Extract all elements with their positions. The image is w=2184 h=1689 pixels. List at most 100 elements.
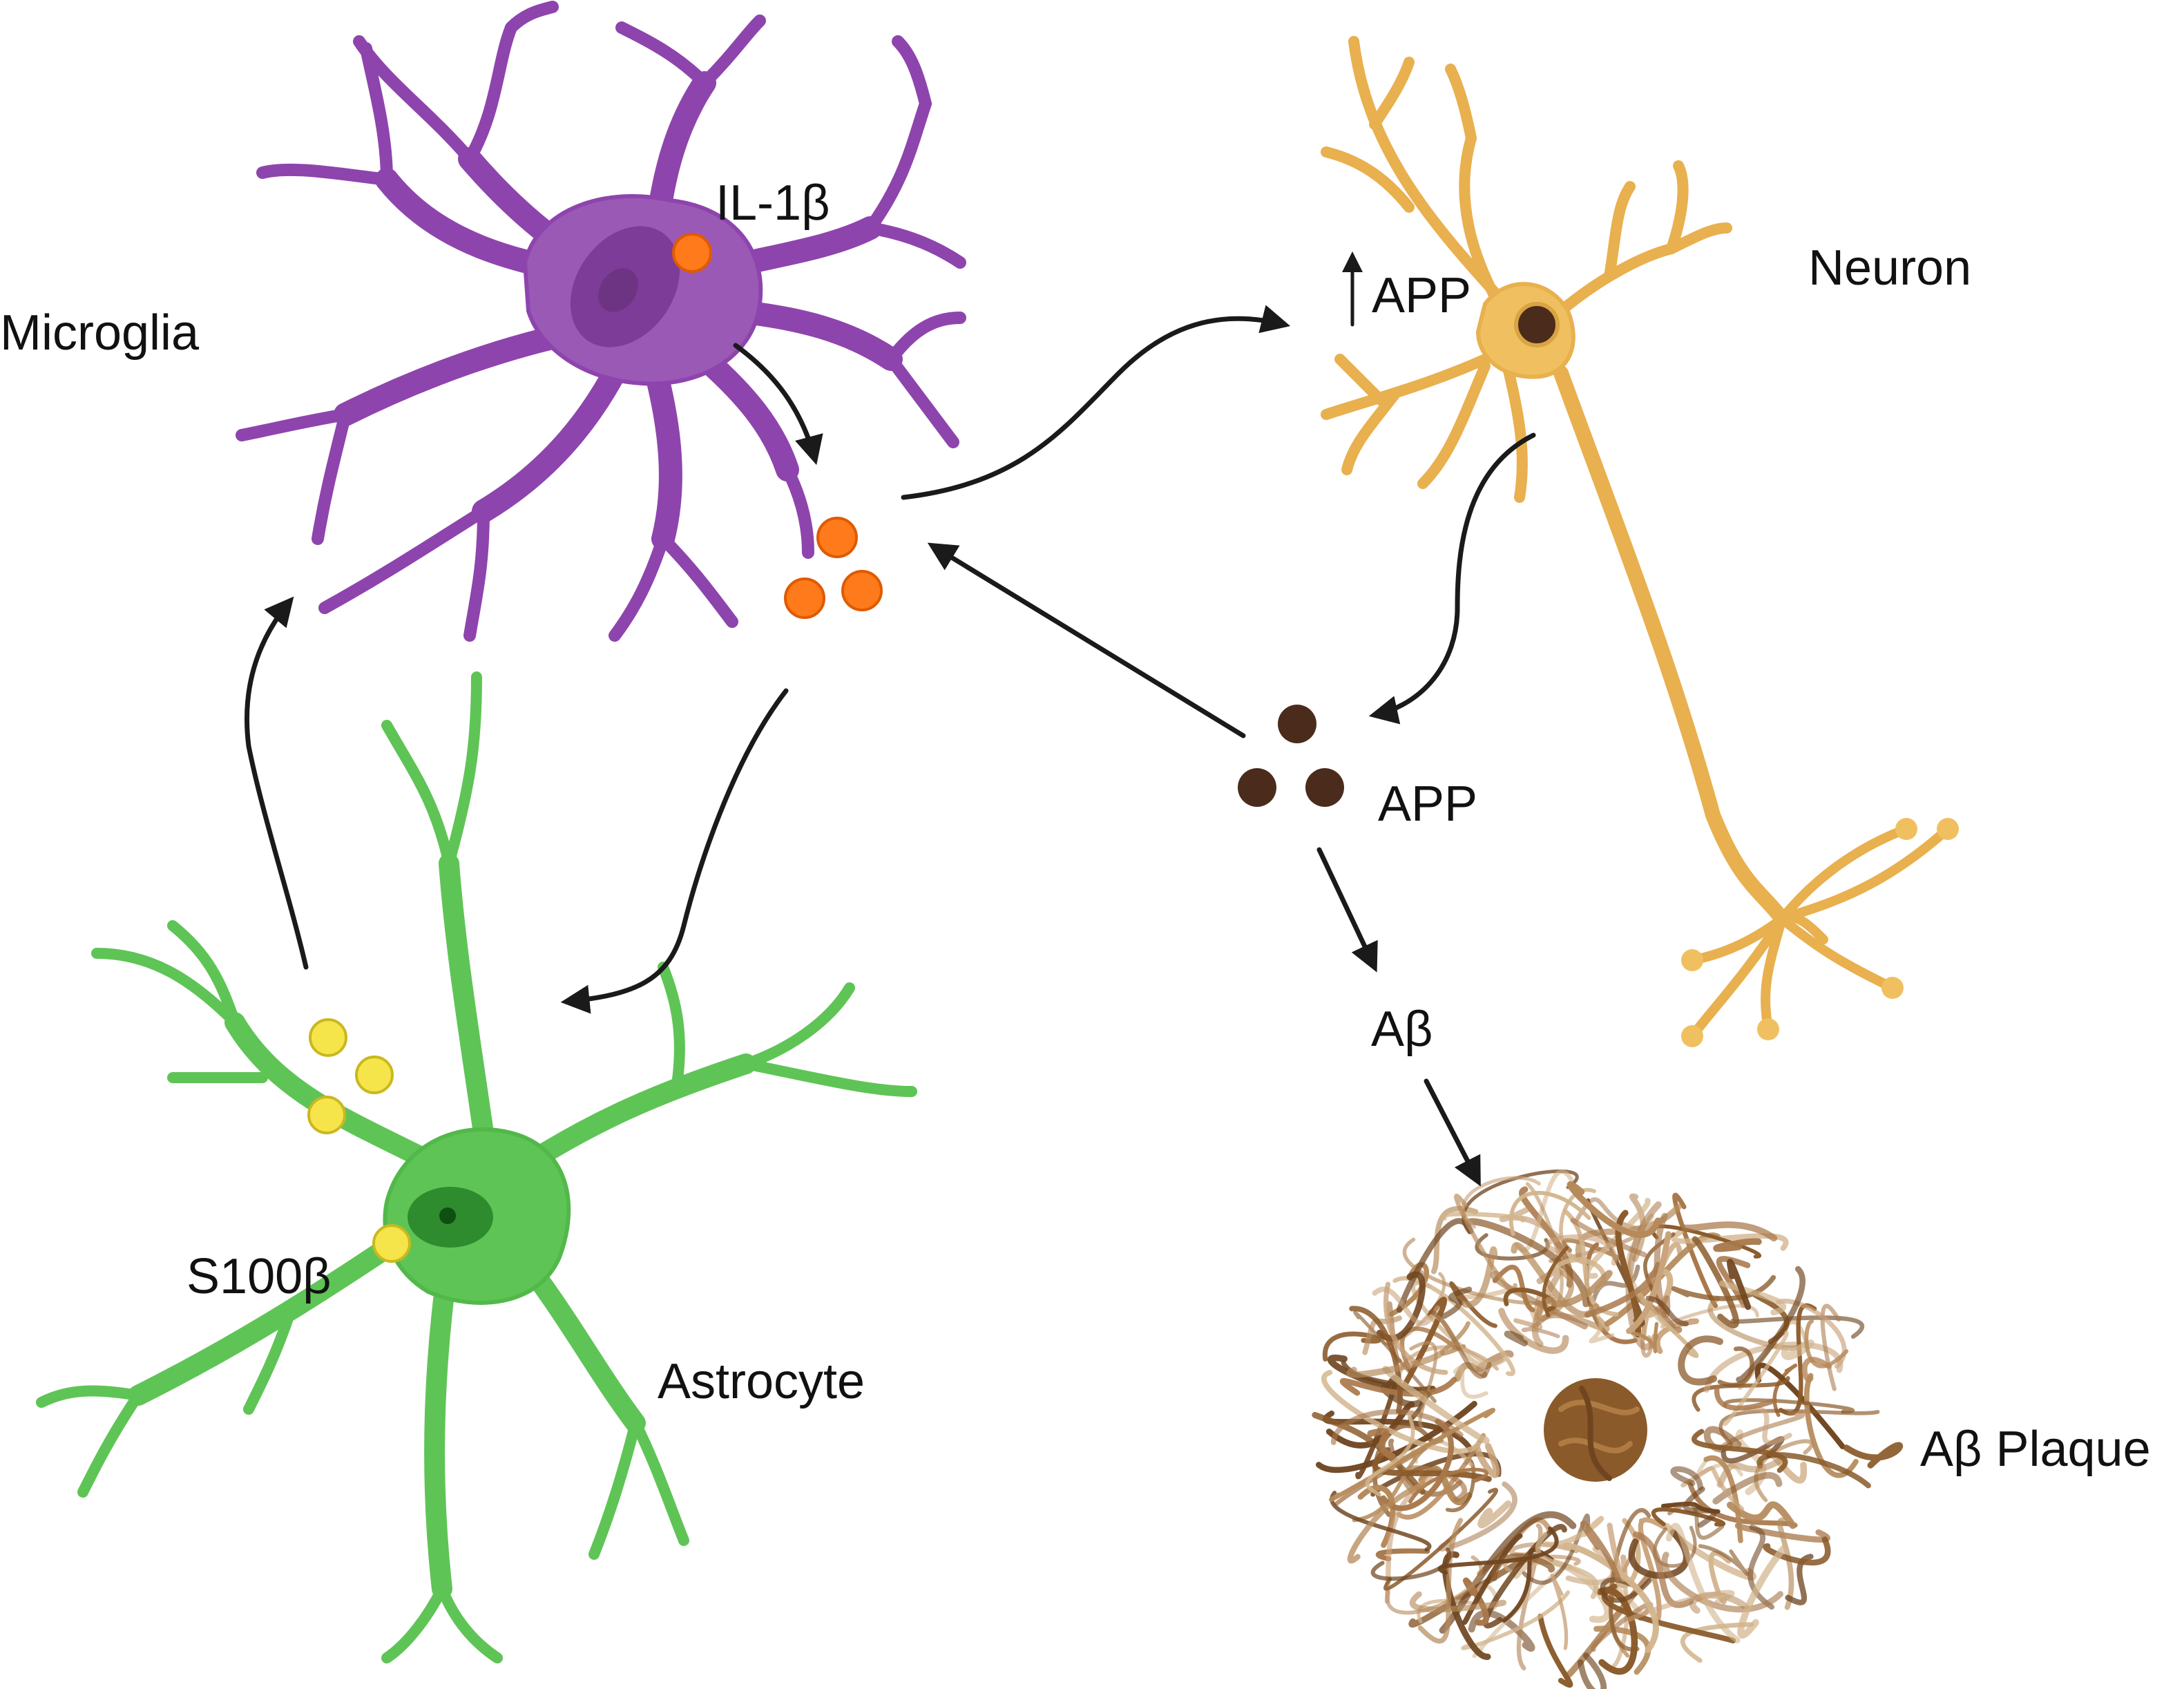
plaque-fibril: [1678, 1335, 1723, 1386]
vesicle-dot-icon: [307, 1096, 346, 1134]
plaque-fibril: [1562, 1238, 1621, 1261]
plaque-fibril: [1692, 1236, 1739, 1328]
plaque-fibril: [1545, 1234, 1618, 1266]
plaque-fibril: [1743, 1406, 1792, 1445]
plaque-fibril: [1625, 1201, 1662, 1351]
plaque-fibril: [1542, 1246, 1569, 1317]
plaque-fibril: [1383, 1488, 1498, 1591]
plaque-fibril: [1409, 1591, 1506, 1613]
plaque-fibril: [1654, 1318, 1699, 1354]
protein-dot-icon: [1238, 768, 1276, 807]
plaque-fibril: [1638, 1517, 1667, 1626]
plaque-fibril: [1347, 1481, 1428, 1564]
plaque-fibril: [1723, 1330, 1789, 1426]
protein-dot-icon: [1278, 705, 1316, 743]
arrow-abeta-to-plaque: [1424, 1078, 1481, 1187]
plaque-fibril: [1681, 1221, 1778, 1242]
plaque-fibril: [1509, 1191, 1591, 1237]
plaque-fibril: [1651, 1507, 1725, 1527]
neuron-nucleus: [1514, 302, 1560, 347]
plaque-fibril: [1683, 1486, 1717, 1528]
plaque-fibril: [1538, 1614, 1573, 1688]
label-app-increase: APP: [1372, 268, 1472, 323]
plaque-fibril: [1804, 1319, 1849, 1368]
plaque-fibril: [1513, 1558, 1611, 1623]
plaque-fibril: [1462, 1246, 1498, 1308]
plaque-fibril: [1589, 1306, 1615, 1344]
plaque-fibril: [1329, 1407, 1495, 1502]
neuron-cell-icon: [1321, 36, 1959, 1047]
plaque-fibril: [1593, 1625, 1651, 1675]
plaque-fibril: [1321, 1370, 1481, 1454]
amyloid-plaque-icon: [1312, 1169, 1904, 1689]
plaque-fibril: [1754, 1439, 1814, 1502]
plaque-fibril: [1708, 1550, 1732, 1605]
plaque-fibril: [1462, 1533, 1523, 1625]
plaque-fibril: [1820, 1304, 1841, 1391]
plaque-fibril: [1428, 1309, 1492, 1379]
plaque-fibril: [1801, 1357, 1832, 1383]
plaque-fibril: [1615, 1210, 1641, 1338]
plaque-fibril: [1562, 1543, 1659, 1654]
plaque-fibril: [1645, 1295, 1689, 1327]
plaque-fibril: [1375, 1548, 1430, 1562]
plaque-fibril: [1756, 1452, 1871, 1489]
pathway-arrows: [245, 251, 1536, 1187]
plaque-fibril: [1578, 1652, 1607, 1689]
plaque-fibril: [1737, 1544, 1788, 1639]
arrow-neuron-to-app: [1368, 432, 1536, 725]
plaque-fibril: [1723, 1398, 1855, 1414]
label-il1b: IL-1β: [716, 175, 830, 231]
arrow-microglia-to-il1b: [733, 343, 823, 466]
label-neuron: Neuron: [1808, 240, 1972, 296]
astrocyte-body: [372, 1127, 571, 1305]
label-abeta-plaque: Aβ Plaque: [1920, 1422, 2151, 1477]
plaque-fibril: [1454, 1194, 1517, 1292]
plaque-fibril: [1498, 1308, 1569, 1354]
plaque-fibril: [1339, 1377, 1457, 1397]
plaque-fibril: [1346, 1349, 1446, 1378]
plaque-fibril: [1584, 1242, 1638, 1344]
plaque-fibril: [1843, 1442, 1904, 1469]
plaque-fibril: [1492, 1264, 1535, 1313]
plaque-fibril: [1736, 1266, 1805, 1383]
plaque-fibril: [1714, 1386, 1777, 1411]
plaque-fibril: [1596, 1587, 1638, 1675]
plaque-fibril: [1437, 1526, 1559, 1575]
plaque-fibril: [1330, 1409, 1464, 1445]
plaque-fibril: [1490, 1270, 1588, 1330]
plaque-fibril: [1367, 1428, 1396, 1460]
plaque-fibril: [1516, 1523, 1543, 1671]
cytokine-dot-icon: [841, 570, 883, 611]
plaque-fibril: [1718, 1280, 1787, 1316]
plaque-fibril: [1692, 1429, 1788, 1473]
plaque-fibril: [1718, 1409, 1880, 1446]
plaque-fibril: [1461, 1590, 1571, 1650]
plaque-fibril: [1504, 1330, 1529, 1347]
arrow-astrocyte-to-microglia: [245, 596, 309, 970]
plaque-fibril: [1727, 1259, 1752, 1310]
plaque-fibril: [1543, 1516, 1605, 1547]
plaque-fibril: [1803, 1373, 1859, 1478]
cytokine-dot-icon: [784, 578, 825, 619]
label-s100b: S100β: [186, 1249, 332, 1304]
plaque-fibril: [1372, 1286, 1441, 1326]
plaque-fibril: [1717, 1346, 1754, 1388]
plaque-fibril: [1626, 1231, 1671, 1335]
app-released-dots: [1238, 705, 1344, 807]
plaque-fibril: [1349, 1306, 1403, 1414]
plaque-fibril: [1630, 1321, 1659, 1353]
plaque-fibril: [1712, 1472, 1783, 1505]
label-app: APP: [1378, 776, 1478, 832]
plaque-fibril: [1385, 1555, 1483, 1615]
s100b-released-dots: [307, 1018, 394, 1134]
plaque-fibril: [1643, 1232, 1676, 1315]
plaque-fibril: [1430, 1205, 1479, 1275]
plaque-fibril: [1477, 1500, 1512, 1529]
plaque-fibril: [1629, 1193, 1647, 1262]
arrow-app-to-il1b: [927, 542, 1246, 738]
plaque-fibril: [1453, 1365, 1488, 1399]
il1b-released-dots: [784, 517, 883, 619]
plaque-fibril: [1465, 1218, 1590, 1308]
label-microglia: Microglia: [0, 305, 200, 361]
